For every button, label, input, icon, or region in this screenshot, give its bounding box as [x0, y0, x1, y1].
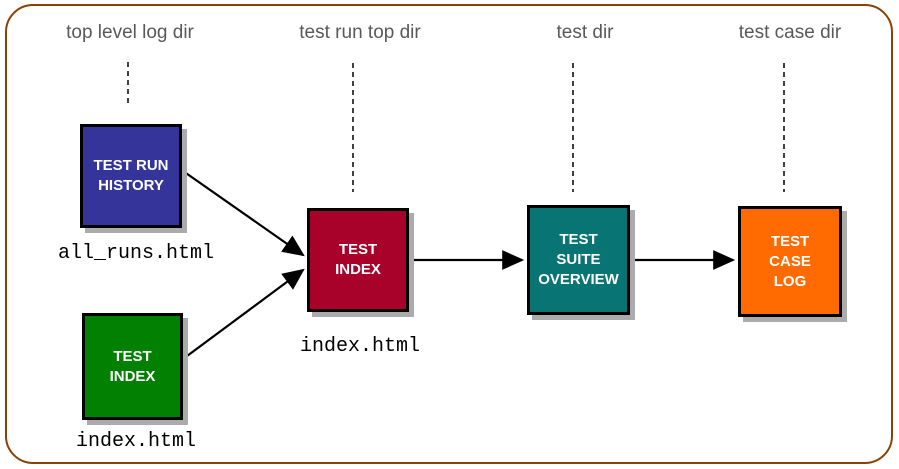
- node-test-index-top-level: TEST INDEX: [82, 313, 183, 420]
- file-label-index-html-test-run: index.html: [300, 335, 421, 358]
- column-header-top-level-log-dir: top level log dir: [66, 22, 194, 43]
- node-test-run-history: TEST RUN HISTORY: [80, 124, 182, 228]
- column-header-test-dir: test dir: [556, 22, 614, 43]
- column-header-test-run-top-dir: test run top dir: [299, 22, 421, 43]
- file-label-all-runs-html: all_runs.html: [58, 242, 215, 265]
- node-test-case-log: TEST CASE LOG: [738, 206, 842, 317]
- node-test-index-test-run: TEST INDEX: [307, 208, 409, 312]
- column-header-test-case-dir: test case dir: [738, 22, 842, 43]
- node-test-suite-overview: TEST SUITE OVERVIEW: [527, 205, 630, 315]
- diagram-border: [5, 4, 893, 464]
- file-label-index-html-top-level: index.html: [76, 430, 197, 453]
